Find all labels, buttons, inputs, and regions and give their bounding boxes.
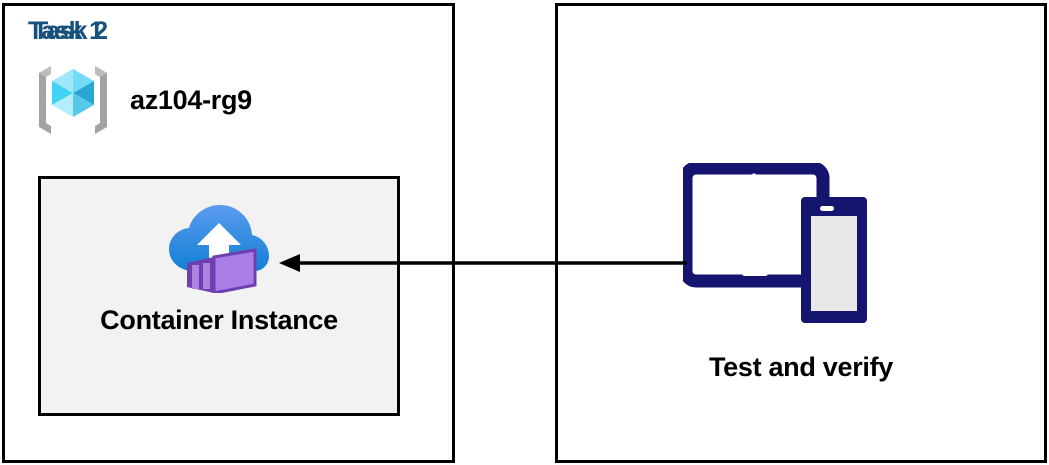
panel-title-task-2: Task 2 xyxy=(33,17,108,45)
resource-group-label: az104-rg9 xyxy=(130,84,252,115)
azure-resource-group-icon xyxy=(39,66,107,134)
resource-group-row: az104-rg9 xyxy=(30,62,252,138)
panel-title-task-1: Task 1 xyxy=(28,17,103,45)
container-instance-label: Container Instance xyxy=(100,305,338,335)
test-and-verify-label: Test and verify xyxy=(708,352,894,382)
azure-container-instance-icon xyxy=(169,205,269,293)
arrow-task2-to-container-instance xyxy=(279,254,687,272)
devices-tablet-phone-icon xyxy=(683,163,867,323)
container-instance-box: Container Instance xyxy=(38,176,400,416)
